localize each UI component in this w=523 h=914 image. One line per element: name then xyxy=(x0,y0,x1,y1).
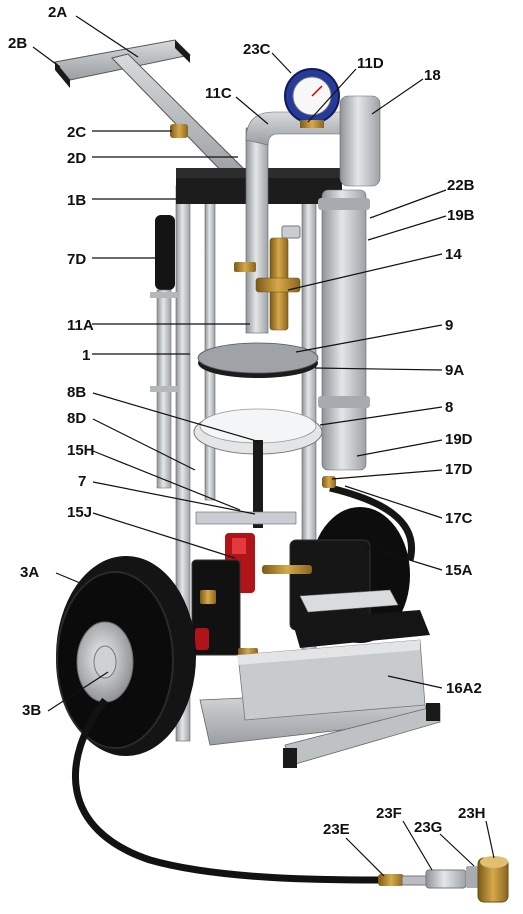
label-15J: 15J xyxy=(67,504,92,521)
label-2D: 2D xyxy=(67,150,86,167)
label-2C: 2C xyxy=(67,124,86,141)
label-18: 18 xyxy=(424,67,441,84)
label-11A: 11A xyxy=(67,317,94,334)
hose-assembly xyxy=(72,697,509,903)
label-23E: 23E xyxy=(323,821,350,838)
label-9: 9 xyxy=(445,317,453,334)
label-3B: 3B xyxy=(22,702,41,719)
pump-assembly xyxy=(191,476,430,721)
label-15A: 15A xyxy=(445,562,473,579)
label-2B: 2B xyxy=(8,35,27,52)
pressure-column xyxy=(234,68,381,471)
wheel xyxy=(56,556,196,756)
label-7D: 7D xyxy=(67,251,86,268)
label-7: 7 xyxy=(78,473,86,490)
label-16A2: 16A2 xyxy=(446,680,482,697)
label-19B: 19B xyxy=(447,207,475,224)
label-19D: 19D xyxy=(445,431,473,448)
label-9A: 9A xyxy=(445,362,464,379)
label-23G: 23G xyxy=(414,819,442,836)
label-8B: 8B xyxy=(67,384,86,401)
part-labels: 2A 2B 23C 11D 11C 18 2C 2D 1B 22B 19B 7D… xyxy=(8,4,495,877)
label-2A: 2A xyxy=(48,4,67,21)
label-15H: 15H xyxy=(67,442,95,459)
label-22B: 22B xyxy=(447,177,475,194)
label-8: 8 xyxy=(445,399,453,416)
label-23C: 23C xyxy=(243,41,271,58)
label-17D: 17D xyxy=(445,461,473,478)
label-14: 14 xyxy=(445,246,462,263)
label-3A: 3A xyxy=(20,564,39,581)
side-members xyxy=(150,215,178,489)
plates xyxy=(193,342,323,528)
label-23H: 23H xyxy=(458,805,486,822)
label-8D: 8D xyxy=(67,410,86,427)
label-11C: 11C xyxy=(205,85,232,102)
label-1B: 1B xyxy=(67,192,86,209)
label-17C: 17C xyxy=(445,510,473,527)
label-1: 1 xyxy=(82,347,90,364)
label-23F: 23F xyxy=(376,805,402,822)
label-11D: 11D xyxy=(357,55,384,72)
